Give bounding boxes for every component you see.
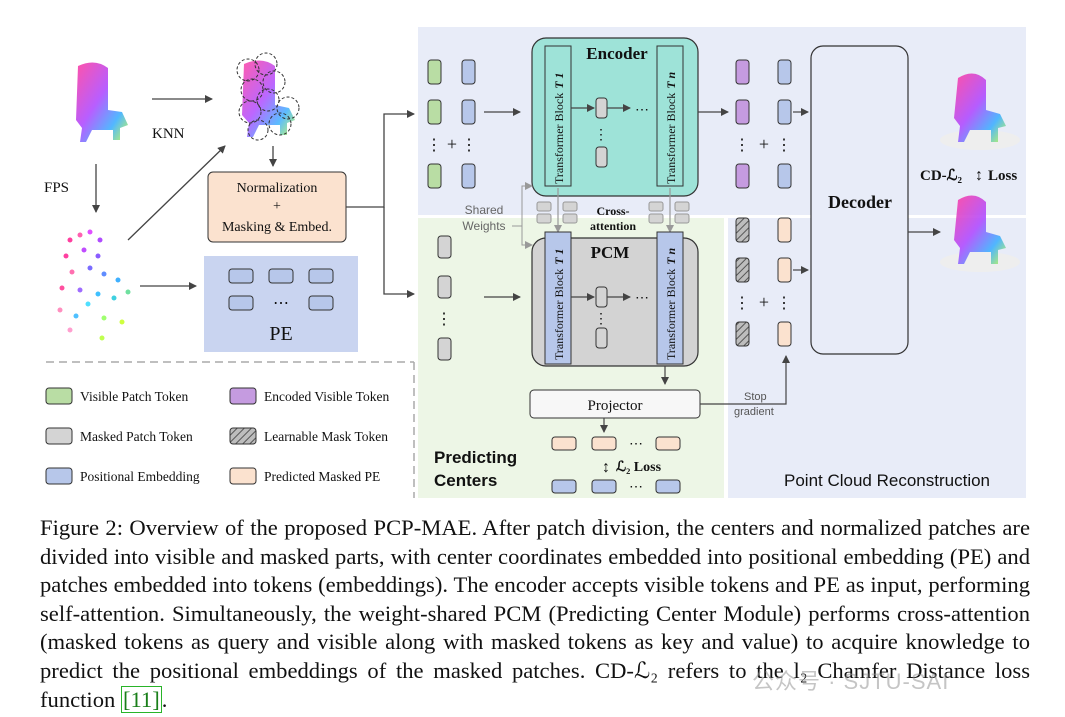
pe-label: PE bbox=[269, 323, 292, 345]
svg-text:↕: ↕ bbox=[602, 459, 610, 476]
legend-swatch-visible bbox=[45, 387, 73, 405]
predicting-label: Predicting bbox=[434, 448, 517, 467]
loss-label: Loss bbox=[988, 168, 1017, 184]
caption-end: . bbox=[161, 686, 168, 712]
svg-text:↕: ↕ bbox=[975, 167, 983, 184]
svg-text:Transformer BlockT n: Transformer BlockT n bbox=[664, 247, 678, 360]
projector-label: Projector bbox=[588, 398, 643, 414]
knn-label: KNN bbox=[152, 126, 185, 142]
cross-label-2: attention bbox=[590, 219, 636, 233]
svg-text:+: + bbox=[759, 292, 769, 312]
fps-points-icon bbox=[57, 229, 131, 341]
input-chair-icon bbox=[76, 62, 128, 142]
svg-text:⋮: ⋮ bbox=[734, 295, 750, 312]
centers-label: Centers bbox=[434, 471, 497, 490]
caption-text: Figure 2: Overview of the proposed PCP-M… bbox=[40, 515, 1030, 712]
gradient-label: gradient bbox=[734, 406, 774, 418]
svg-text:Transformer BlockT 1: Transformer BlockT 1 bbox=[552, 248, 566, 360]
plus-label: + bbox=[273, 199, 281, 214]
diagram: KNN FPS Normalization + Masking & Embed.… bbox=[44, 27, 1026, 498]
legend-swatch-masked bbox=[45, 427, 73, 445]
svg-text:+: + bbox=[447, 134, 457, 154]
pcm-label: PCM bbox=[591, 243, 630, 262]
svg-text:⋯: ⋯ bbox=[629, 480, 643, 495]
encoder-block-1 bbox=[544, 45, 572, 187]
legend-visible: Visible Patch Token bbox=[80, 389, 188, 404]
svg-text:+: + bbox=[759, 134, 769, 154]
legend-predicted: Predicted Masked PE bbox=[264, 469, 380, 484]
legend-swatch-pe bbox=[45, 467, 73, 485]
svg-text:⋮: ⋮ bbox=[594, 128, 608, 143]
weights-label: Weights bbox=[462, 219, 505, 233]
svg-text:⋯: ⋯ bbox=[635, 103, 649, 118]
svg-text:⋮: ⋮ bbox=[734, 137, 750, 154]
svg-text:⋯: ⋯ bbox=[629, 437, 643, 452]
legend-swatch-learnable bbox=[229, 427, 257, 445]
stop-label: Stop bbox=[744, 391, 767, 403]
encoder-label: Encoder bbox=[586, 44, 648, 63]
l2-loss-label: ℒ₂ Loss bbox=[616, 460, 662, 475]
watermark: 公众号 · SJTU-SAI bbox=[752, 669, 950, 694]
target-chair-icon bbox=[940, 73, 1020, 150]
legend-learnable: Learnable Mask Token bbox=[264, 429, 388, 444]
svg-text:⋮: ⋮ bbox=[461, 137, 477, 154]
normalization-label: Normalization bbox=[237, 181, 318, 196]
svg-text:Transformer BlockT n: Transformer BlockT n bbox=[664, 71, 678, 184]
reconstructed-chair-icon bbox=[940, 195, 1020, 272]
encoder-panel bbox=[418, 27, 1026, 215]
legend-swatch-predicted bbox=[229, 467, 257, 485]
svg-text:⋮: ⋮ bbox=[594, 312, 608, 327]
svg-text:⋮: ⋮ bbox=[776, 137, 792, 154]
decoder-box bbox=[810, 45, 909, 355]
figure-caption: Figure 2: Overview of the proposed PCP-M… bbox=[40, 514, 1030, 714]
legend-pe: Positional Embedding bbox=[80, 469, 200, 484]
decoder-label: Decoder bbox=[828, 192, 892, 212]
svg-text:Transformer BlockT 1: Transformer BlockT 1 bbox=[552, 72, 566, 184]
masking-label: Masking & Embed. bbox=[222, 220, 332, 235]
legend-swatch-encoded bbox=[229, 387, 257, 405]
shared-label: Shared bbox=[465, 203, 504, 217]
cd-loss-label: CD-ℒ₂ bbox=[920, 168, 962, 184]
reconstruction-label: Point Cloud Reconstruction bbox=[784, 471, 990, 490]
knn-patches-icon bbox=[236, 52, 300, 141]
citation-link[interactable]: [11] bbox=[120, 685, 162, 713]
legend: Visible Patch Token Encoded Visible Toke… bbox=[45, 387, 389, 485]
pcm-block-1 bbox=[544, 231, 572, 365]
svg-text:⋯: ⋯ bbox=[635, 291, 649, 306]
encoder-block-n bbox=[656, 45, 684, 187]
pcm-block-n bbox=[656, 231, 684, 365]
pe-dots: ⋯ bbox=[273, 295, 289, 312]
svg-text:⋮: ⋮ bbox=[776, 295, 792, 312]
cross-label-1: Cross- bbox=[596, 204, 629, 218]
legend-encoded: Encoded Visible Token bbox=[264, 389, 389, 404]
svg-text:⋮: ⋮ bbox=[426, 137, 442, 154]
fps-label: FPS bbox=[44, 180, 69, 196]
legend-masked: Masked Patch Token bbox=[80, 429, 193, 444]
svg-text:⋮: ⋮ bbox=[436, 311, 452, 328]
